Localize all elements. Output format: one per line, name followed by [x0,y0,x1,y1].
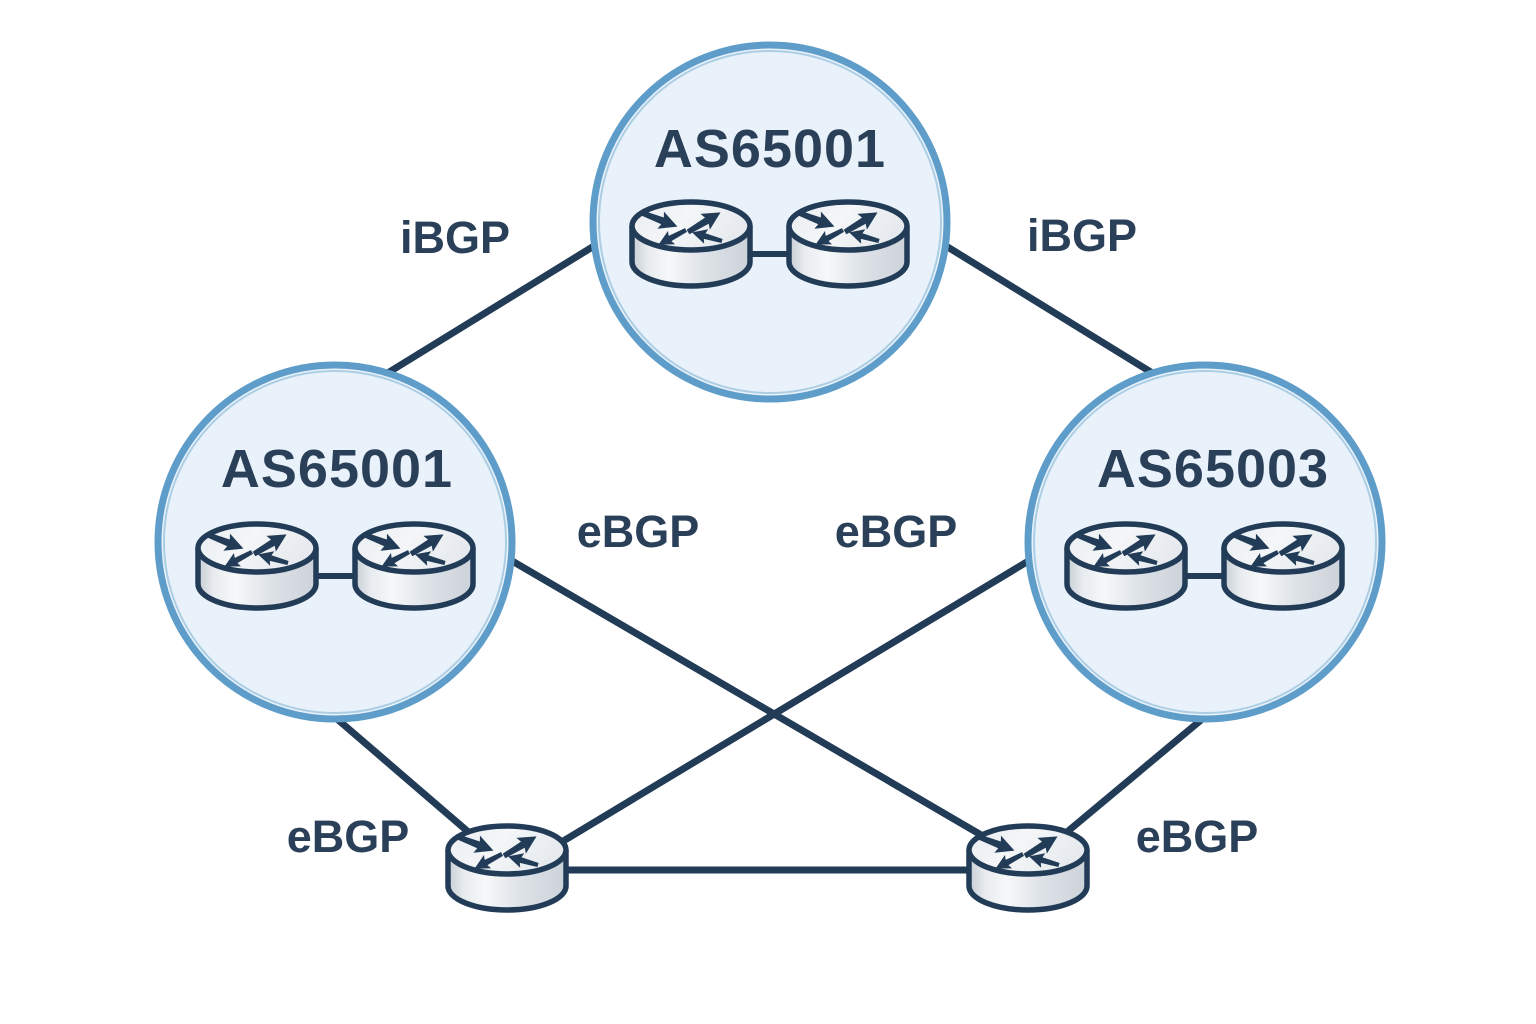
as-circle-top-inner-ring [598,50,942,394]
as-circle-top [589,41,951,403]
link-label-ibgp-right: iBGP [1027,210,1137,261]
link-label-ibgp-left: iBGP [400,212,510,263]
router-icon-bottom-right [969,826,1087,910]
link-ebgp-left-to-bottomleft [311,696,484,846]
link-label-ebgp-bottom-left: eBGP [287,811,410,862]
as-circle-left-inner-ring [163,370,507,714]
link-ebgp-left-to-bottomright [486,544,1004,850]
as-label-left: AS65001 [221,439,453,499]
router-icon-right-2 [1224,524,1342,608]
link-label-ebgp-bottom-right: eBGP [1136,811,1259,862]
router-icon-top-1 [632,202,750,286]
router-icon-bottom-left [448,826,566,910]
as-label-right: AS65003 [1097,439,1329,499]
as-circle-right [1024,361,1386,723]
link-ebgp-right-to-bottomleft [551,544,1054,850]
router-icon-left-2 [355,524,473,608]
as-circle-left [154,361,516,723]
router-icon-left-1 [198,524,316,608]
link-ebgp-right-to-bottomright [1051,696,1229,846]
link-ibgp-top-right [916,226,1184,394]
router-icon-right-1 [1067,524,1185,608]
link-ibgp-top-left [356,226,624,394]
as-label-top: AS65001 [654,119,886,179]
link-label-ebgp-mid-left: eBGP [577,506,700,557]
link-label-ebgp-mid-right: eBGP [835,506,958,557]
router-icon-top-2 [789,202,907,286]
as-circle-right-inner-ring [1033,370,1377,714]
